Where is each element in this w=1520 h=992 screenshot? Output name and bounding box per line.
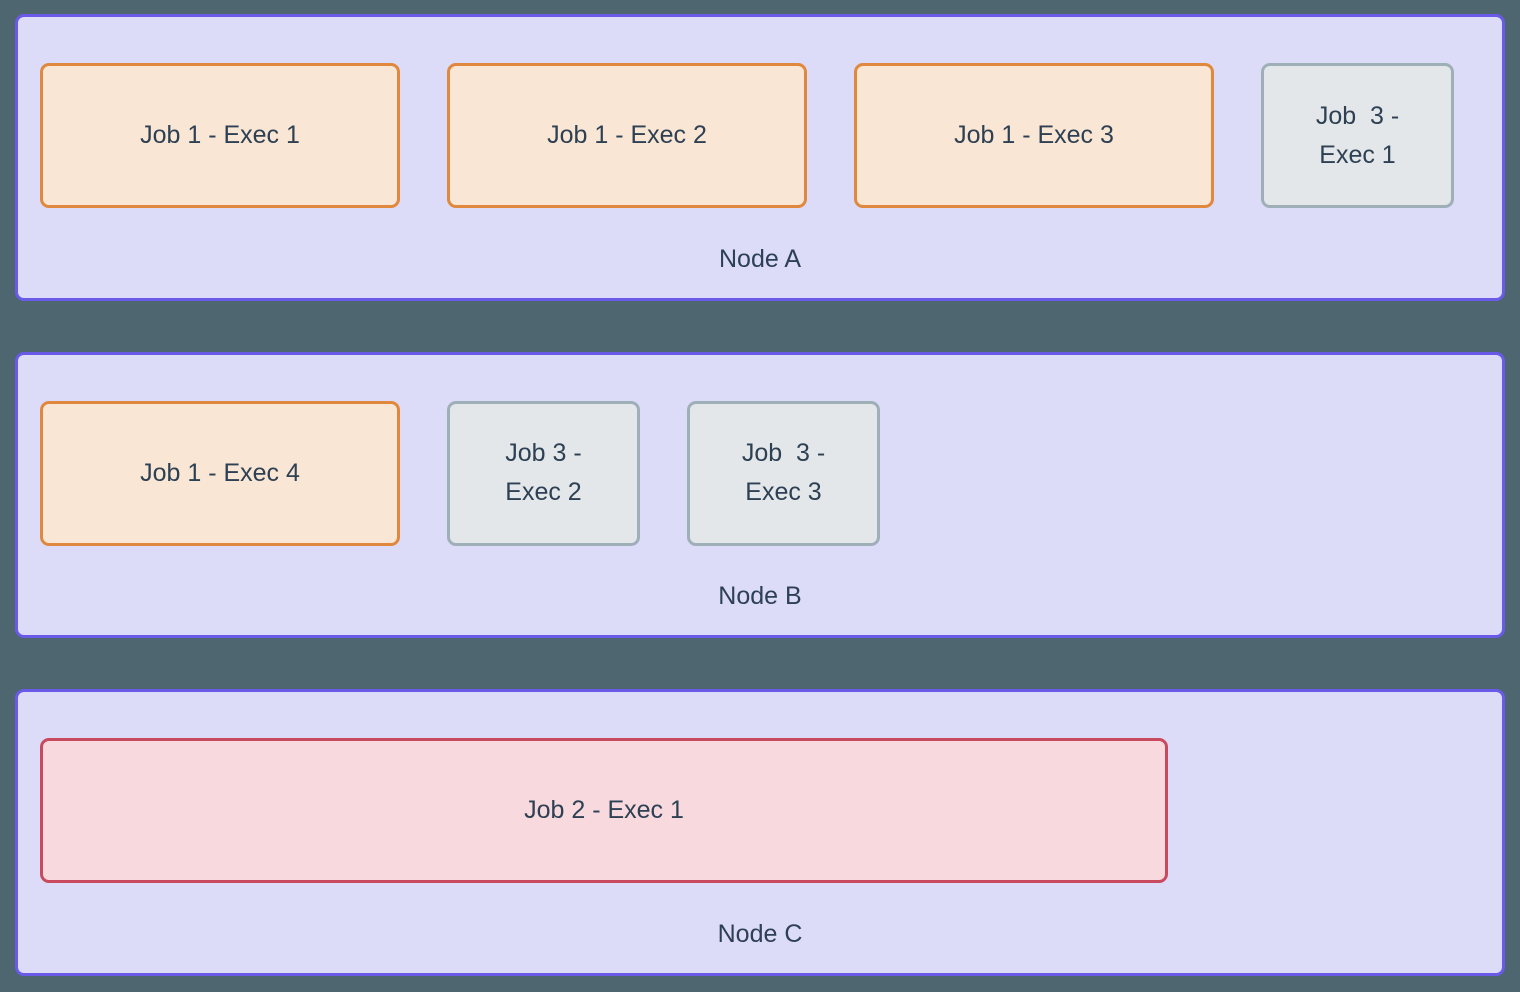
executor-job3-exec3: Job 3 - Exec 3: [687, 400, 880, 546]
executor-job1-exec4: Job 1 - Exec 4: [40, 400, 400, 546]
node-c-label: Node C: [717, 920, 803, 949]
node-a-label: Node A: [718, 244, 801, 273]
executor-job2-exec1: Job 2 - Exec 1: [40, 738, 1168, 884]
executor-job3-exec1: Job 3 - Exec 1: [1261, 63, 1454, 208]
node-b-label: Node B: [718, 582, 802, 611]
node-a: Job 1 - Exec 1 Job 1 - Exec 2 Job 1 - Ex…: [15, 14, 1505, 301]
node-c-executor-row: Job 2 - Exec 1: [18, 692, 1502, 884]
executor-job1-exec3: Job 1 - Exec 3: [854, 63, 1214, 208]
executor-job1-exec1: Job 1 - Exec 1: [40, 63, 400, 208]
executor-job1-exec2: Job 1 - Exec 2: [447, 63, 807, 208]
node-c: Job 2 - Exec 1 Node C: [15, 689, 1505, 977]
executor-job3-exec2: Job 3 - Exec 2: [447, 400, 640, 546]
node-b-executor-row: Job 1 - Exec 4 Job 3 - Exec 2 Job 3 - Ex…: [18, 355, 1502, 546]
node-a-executor-row: Job 1 - Exec 1 Job 1 - Exec 2 Job 1 - Ex…: [18, 17, 1502, 208]
node-b: Job 1 - Exec 4 Job 3 - Exec 2 Job 3 - Ex…: [15, 351, 1505, 639]
